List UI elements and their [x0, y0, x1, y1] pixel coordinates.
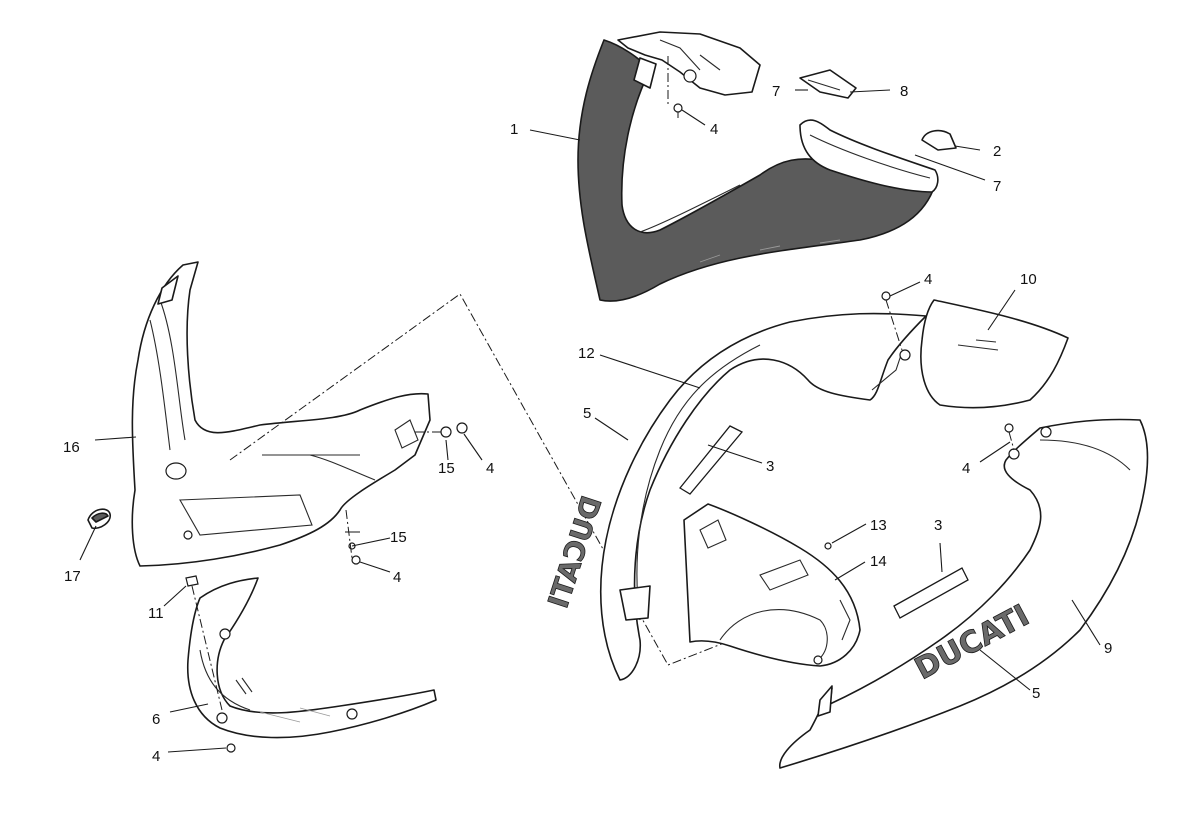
- callout-7-top: 7: [772, 83, 780, 100]
- callout-5-right: 5: [1032, 685, 1040, 702]
- callout-labels: 1 2 3 3 4 4 4 4 4 4 5 5 6 7 7 8 9 10 11 …: [63, 83, 1112, 765]
- screw-bottom: [226, 743, 236, 753]
- callout-12: 12: [578, 345, 595, 362]
- part-2-mirror-block-assembly: [799, 119, 939, 193]
- callout-4-lower-left: 4: [393, 569, 401, 586]
- logo-left: DUCATI: [542, 492, 609, 612]
- callout-14: 14: [870, 553, 887, 570]
- instrument-bracket: [617, 31, 761, 96]
- screw-top: [667, 56, 683, 118]
- callout-16: 16: [63, 439, 80, 456]
- callout-6: 6: [152, 711, 160, 728]
- callout-11: 11: [148, 605, 164, 622]
- part-3-decal-strip: [679, 425, 744, 495]
- callout-2: 2: [993, 143, 1001, 160]
- callout-17: 17: [64, 568, 81, 585]
- part-14-inner-panel: [683, 503, 861, 667]
- callout-4-fairing12: 4: [924, 271, 932, 288]
- part-3-decal-strip-right: [893, 567, 969, 619]
- callout-4-top: 4: [710, 121, 718, 138]
- callout-7-right: 7: [993, 178, 1001, 195]
- callout-13: 13: [870, 517, 887, 534]
- callout-4-side16: 4: [486, 460, 494, 477]
- part-11-grommet: [185, 575, 223, 711]
- fasteners-left: [345, 422, 468, 565]
- leader-lines: [79, 89, 1101, 753]
- callout-1: 1: [510, 121, 518, 138]
- part-17-plug: [87, 508, 111, 530]
- callout-4-fairing9: 4: [962, 460, 970, 477]
- part-9-right-lower-fairing: [779, 418, 1149, 769]
- part-12-right-side-fairing: [599, 291, 927, 681]
- part-6-lower-belly-pan: [186, 577, 437, 739]
- callout-4-bottom: 4: [152, 748, 160, 765]
- part-2-cover: [921, 129, 957, 151]
- callout-3-right: 3: [934, 517, 942, 534]
- part-16-left-side-fairing: [131, 261, 431, 567]
- callout-10: 10: [1020, 271, 1037, 288]
- callout-9: 9: [1104, 640, 1112, 657]
- callout-5-left: 5: [583, 405, 591, 422]
- callout-3-left: 3: [766, 458, 774, 475]
- part-8-bracket: [799, 69, 857, 99]
- part-5-logo-left: DUCATI: [541, 492, 609, 613]
- callout-15-bottom: 15: [390, 529, 407, 546]
- callout-8: 8: [900, 83, 908, 100]
- part-10-cover-panel: [920, 299, 1069, 409]
- callout-15-top: 15: [438, 460, 455, 477]
